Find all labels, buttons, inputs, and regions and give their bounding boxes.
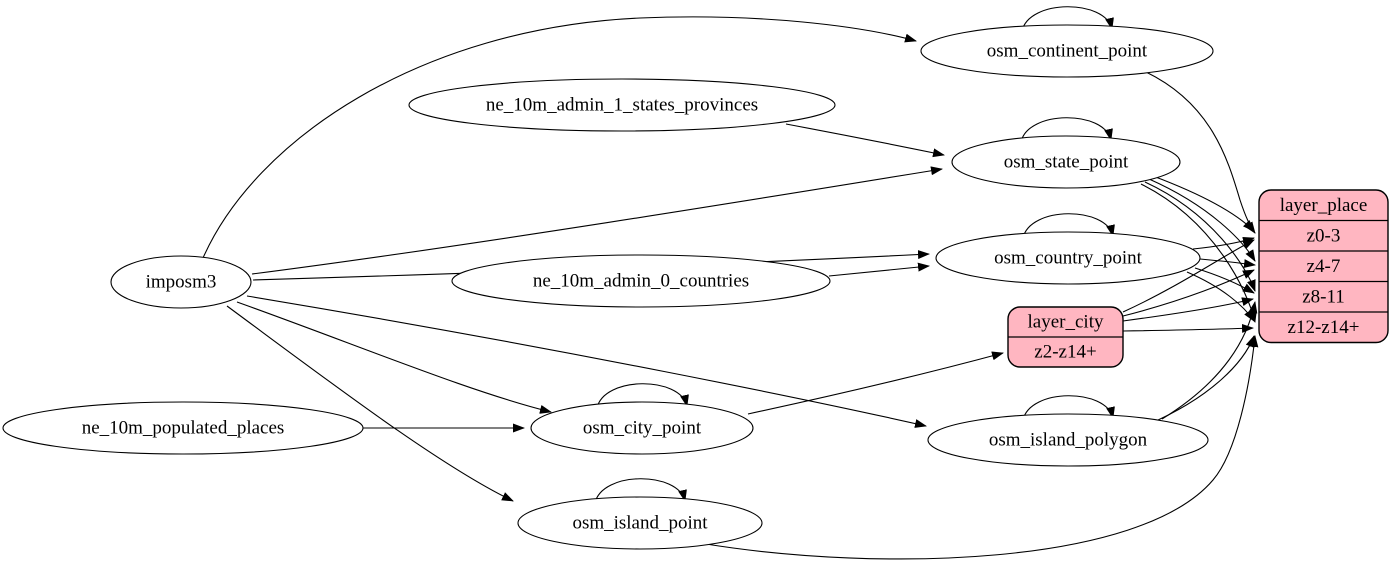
edge-osm_country_point-to-layer_place-z0-3 (1192, 236, 1255, 250)
edge-imposm3-to-osm_continent_point (202, 16, 917, 259)
osm_island_point-label: osm_island_point (572, 513, 708, 534)
node-osm_island_polygon: osm_island_polygon (927, 413, 1209, 467)
node-osm_continent_point: osm_continent_point (920, 24, 1214, 78)
edge-osm_continent_point-to-osm_continent_point (1021, 6, 1114, 32)
edge-osm_island_polygon-to-layer_place-z8-11 (1161, 301, 1258, 420)
osm_state_point-label: osm_state_point (1004, 152, 1129, 173)
ne_10m_admin_0_countries-label: ne_10m_admin_0_countries (533, 271, 749, 292)
edge-osm_country_point-to-layer_place-z12-z14+ (1186, 271, 1255, 322)
osm_continent_point-label: osm_continent_point (987, 41, 1148, 62)
edge-osm_state_point-to-osm_state_point (1020, 117, 1113, 143)
node-ne_10m_admin_0_countries: ne_10m_admin_0_countries (451, 254, 831, 308)
ne_10m_admin_1_states_provinces-shape (408, 78, 836, 132)
node-imposm3: imposm3 (110, 255, 252, 309)
node-layer_place: layer_place z0-3 z4-7 z8-11 z12-z14+ (1258, 189, 1389, 344)
edge-imposm3-to-osm_island_point (226, 305, 514, 502)
node-osm_country_point: osm_country_point (935, 231, 1201, 285)
osm_island_point-shape (517, 496, 763, 550)
node-ne_10m_populated_places: ne_10m_populated_places (2, 401, 364, 455)
layer_city-title: layer_city (1028, 312, 1104, 333)
node-osm_state_point: osm_state_point (951, 135, 1181, 189)
edge-osm_country_point-to-layer_place-z8-11 (1194, 267, 1255, 294)
edge-osm_island_point-to-layer_place-z12-z14+ (705, 335, 1259, 560)
osm_state_point-shape (951, 135, 1181, 189)
node-layer_city: layer_city z2-z14+ (1007, 306, 1124, 368)
imposm3-shape (110, 255, 252, 309)
node-osm_island_point: osm_island_point (517, 496, 763, 550)
node-ne_10m_admin_1_states_provinces: ne_10m_admin_1_states_provinces (408, 78, 836, 132)
edge-osm_city_point-to-layer_city-z2-z14+ (747, 351, 1004, 415)
ne_10m_admin_0_countries-shape (451, 254, 831, 308)
edge-osm_state_point-to-layer_place-z4-7 (1148, 178, 1256, 262)
edge-layer_city-to-layer_place-z12-z14+ (1122, 323, 1254, 333)
ne_10m_populated_places-label: ne_10m_populated_places (82, 418, 285, 439)
layer_place-box (1258, 189, 1389, 344)
layer_place-row-z4-7: z4-7 (1307, 256, 1341, 277)
edge-osm_state_point-to-layer_place-z0-3 (1152, 175, 1255, 232)
ne_10m_admin_1_states_provinces-label: ne_10m_admin_1_states_provinces (486, 95, 758, 116)
osm_continent_point-shape (920, 24, 1214, 78)
edge-ne_10m_admin_1_states_provinces-to-osm_state_point (785, 123, 945, 158)
edge-imposm3-to-osm_state_point (251, 166, 943, 275)
edge-imposm3-to-osm_island_polygon (246, 295, 927, 428)
edge-layer_city-to-layer_place-z4-7 (1122, 269, 1255, 317)
edge-osm_island_polygon-to-osm_island_polygon (1022, 395, 1115, 421)
edge-osm_country_point-to-osm_country_point (1022, 213, 1115, 239)
node-osm_city_point: osm_city_point (530, 401, 754, 455)
layer_place-title: layer_place (1280, 195, 1368, 216)
imposm3-label: imposm3 (146, 272, 217, 293)
edge-osm_island_point-to-osm_island_point (594, 478, 687, 504)
edge-osm_city_point-to-osm_city_point (596, 383, 689, 409)
edge-layer_city-to-layer_place-z0-3 (1122, 239, 1255, 313)
edge-ne_10m_admin_0_countries-to-osm_country_point (828, 262, 930, 277)
node-layer: imposm3 ne_10m_admin_1_states_provincesne… (2, 24, 1389, 550)
edge-osm_country_point-to-layer_place-z4-7 (1199, 258, 1256, 269)
osm_island_polygon-label: osm_island_polygon (989, 430, 1148, 451)
layer_place-row-z0-3: z0-3 (1307, 225, 1341, 246)
edge-layer_city-to-layer_place-z8-11 (1122, 297, 1254, 322)
osm_country_point-label: osm_country_point (994, 248, 1142, 269)
osm_city_point-shape (530, 401, 754, 455)
layer_place-row-z12-z14+: z12-z14+ (1288, 317, 1360, 338)
edge-osm_state_point-to-layer_place-z8-11 (1144, 181, 1256, 292)
osm_island_polygon-shape (927, 413, 1209, 467)
osm_country_point-shape (935, 231, 1201, 285)
edge-imposm3-to-osm_city_point (236, 301, 552, 414)
ne_10m_populated_places-shape (2, 401, 364, 455)
layer_place-row-z8-11: z8-11 (1302, 286, 1345, 307)
layer_city-row-z2-z14+: z2-z14+ (1034, 342, 1096, 363)
osm_city_point-label: osm_city_point (583, 418, 702, 439)
